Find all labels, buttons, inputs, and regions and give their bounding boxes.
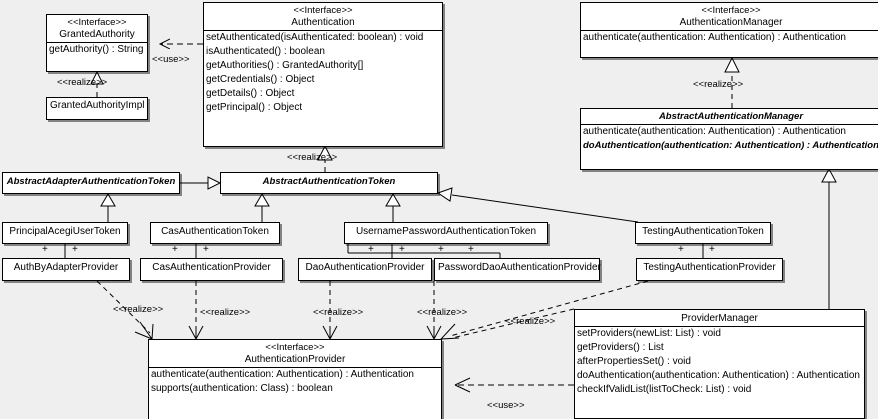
class-name: AuthByAdapterProvider bbox=[13, 262, 119, 273]
association-marker: + bbox=[468, 244, 474, 255]
stereotype-label: <<Interface>> bbox=[265, 342, 325, 353]
class-abstract-adapter-authentication-token[interactable]: AbstractAdapterAuthenticationToken bbox=[2, 172, 180, 194]
operation-row: getProviders() : List bbox=[577, 342, 664, 353]
label-realize-auth-by-adapter-provider: <<realize>> bbox=[113, 304, 164, 315]
class-name: GrantedAuthorityImpl bbox=[50, 100, 145, 111]
compartment-divider bbox=[581, 124, 878, 125]
operation-row: getAuthority() : String bbox=[49, 44, 144, 55]
class-name: AbstractAdapterAuthenticationToken bbox=[6, 176, 176, 187]
class-granted-authority-impl[interactable]: GrantedAuthorityImpl bbox=[46, 97, 148, 120]
class-cas-authentication-token[interactable]: CasAuthenticationToken bbox=[150, 222, 280, 244]
operation-row: checkIfValidList(listToCheck: List) : vo… bbox=[577, 384, 752, 395]
operation-row: afterPropertiesSet() : void bbox=[577, 356, 691, 367]
compartment-divider bbox=[149, 367, 441, 368]
class-header: AbstractAuthenticationManager bbox=[581, 109, 878, 124]
class-name: Authentication bbox=[291, 17, 355, 28]
class-name: AuthenticationManager bbox=[679, 17, 783, 28]
class-cas-authentication-provider[interactable]: CasAuthenticationProvider bbox=[140, 258, 283, 281]
class-dao-authentication-provider[interactable]: DaoAuthenticationProvider bbox=[298, 258, 432, 281]
operations-compartment: setAuthenticated(isAuthenticated: boolea… bbox=[204, 31, 442, 115]
class-auth-by-adapter-provider[interactable]: AuthByAdapterProvider bbox=[2, 258, 130, 281]
class-header: <<Interface>> Authentication bbox=[204, 3, 442, 30]
label-realize-granted-authority-impl: <<realize>> bbox=[57, 77, 108, 88]
class-name: TestingAuthenticationProvider bbox=[643, 262, 776, 273]
class-name: AuthenticationProvider bbox=[244, 354, 346, 365]
association-marker: + bbox=[172, 244, 178, 255]
class-name: TestingAuthenticationToken bbox=[642, 226, 764, 237]
class-name: ProviderManager bbox=[681, 313, 758, 324]
association-marker: + bbox=[368, 244, 374, 255]
label-realize-dao-authentication-provider: <<realize>> bbox=[313, 307, 364, 318]
class-abstract-authentication-manager[interactable]: AbstractAuthenticationManager authentica… bbox=[580, 108, 878, 170]
label-realize-abstract-authentication-manager: <<realize>> bbox=[693, 79, 744, 90]
class-abstract-authentication-token[interactable]: AbstractAuthenticationToken bbox=[220, 172, 438, 194]
class-principal-acegi-user-token[interactable]: PrincipalAcegiUserToken bbox=[2, 222, 128, 244]
compartment-divider bbox=[581, 30, 878, 31]
class-password-dao-authentication-provider[interactable]: PasswordDaoAuthenticationProvider bbox=[434, 258, 601, 281]
class-authentication-manager[interactable]: <<Interface>> AuthenticationManager auth… bbox=[580, 2, 878, 58]
stereotype-label: <<Interface>> bbox=[67, 17, 127, 28]
compartment-divider bbox=[47, 42, 147, 43]
operations-compartment: authenticate(authentication: Authenticat… bbox=[149, 368, 441, 396]
label-use-provider-manager: <<use>> bbox=[487, 400, 525, 411]
class-provider-manager[interactable]: ProviderManager setProviders(newList: Li… bbox=[574, 309, 865, 419]
class-name: AbstractAuthenticationToken bbox=[262, 176, 396, 187]
class-name: UsernamePasswordAuthenticationToken bbox=[355, 226, 537, 237]
class-testing-authentication-provider[interactable]: TestingAuthenticationProvider bbox=[636, 258, 783, 281]
association-marker: + bbox=[42, 244, 48, 255]
class-header: <<Interface>> AuthenticationProvider bbox=[149, 340, 441, 367]
compartment-divider bbox=[575, 326, 864, 327]
operation-row: doAuthentication(authentication: Authent… bbox=[583, 140, 878, 151]
compartment-divider bbox=[204, 30, 442, 31]
stereotype-label: <<Interface>> bbox=[701, 5, 761, 16]
operation-row: authenticate(authentication: Authenticat… bbox=[583, 126, 846, 137]
class-authentication[interactable]: <<Interface>> Authentication setAuthenti… bbox=[203, 2, 443, 147]
association-marker: + bbox=[72, 244, 78, 255]
class-username-password-authentication-token[interactable]: UsernamePasswordAuthenticationToken bbox=[344, 222, 548, 244]
class-name: CasAuthenticationToken bbox=[161, 226, 269, 237]
operation-row: setAuthenticated(isAuthenticated: boolea… bbox=[206, 32, 424, 43]
class-header: <<Interface>> AuthenticationManager bbox=[581, 3, 878, 30]
label-use-authentication-granted-authority: <<use>> bbox=[152, 54, 190, 65]
association-marker: + bbox=[678, 244, 684, 255]
class-header: AbstractAuthenticationToken bbox=[221, 173, 437, 189]
class-name: PrincipalAcegiUserToken bbox=[9, 226, 121, 237]
class-header: <<Interface>> GrantedAuthority bbox=[47, 15, 147, 42]
label-realize-password-dao-authentication-provider: <<realize>> bbox=[417, 307, 468, 318]
class-name: GrantedAuthority bbox=[59, 29, 135, 40]
operation-row: getAuthorities() : GrantedAuthority[] bbox=[206, 60, 364, 71]
class-header: AbstractAdapterAuthenticationToken bbox=[3, 173, 179, 189]
label-realize-abstract-authentication-token: <<realize>> bbox=[287, 152, 338, 163]
class-granted-authority[interactable]: <<Interface>> GrantedAuthority getAuthor… bbox=[46, 14, 148, 72]
class-testing-authentication-token[interactable]: TestingAuthenticationToken bbox=[635, 222, 771, 244]
label-realize-testing-authentication-provider: <<realize>> bbox=[505, 316, 556, 327]
operations-compartment: setProviders(newList: List) : void getPr… bbox=[575, 327, 864, 397]
association-marker: + bbox=[709, 244, 715, 255]
association-marker: + bbox=[203, 244, 209, 255]
operations-compartment: authenticate(authentication: Authenticat… bbox=[581, 125, 878, 153]
label-realize-cas-authentication-provider: <<realize>> bbox=[200, 307, 251, 318]
association-marker: + bbox=[438, 244, 444, 255]
operation-row: isAuthenticated() : boolean bbox=[206, 46, 325, 57]
operation-row: getDetails() : Object bbox=[206, 88, 295, 99]
operation-row: setProviders(newList: List) : void bbox=[577, 328, 721, 339]
class-name: CasAuthenticationProvider bbox=[152, 262, 271, 273]
class-name: DaoAuthenticationProvider bbox=[305, 262, 425, 273]
operation-row: supports(authentication: Class) : boolea… bbox=[151, 383, 333, 394]
operation-row: doAuthentication(authentication: Authent… bbox=[577, 370, 860, 381]
operation-row: getCredentials() : Object bbox=[206, 74, 315, 85]
operations-compartment: authenticate(authentication: Authenticat… bbox=[581, 31, 878, 45]
class-name: AbstractAuthenticationManager bbox=[658, 111, 804, 122]
operation-row: getPrincipal() : Object bbox=[206, 102, 303, 113]
class-name: PasswordDaoAuthenticationProvider bbox=[438, 262, 601, 273]
stereotype-label: <<Interface>> bbox=[293, 5, 353, 16]
operations-compartment: getAuthority() : String bbox=[47, 43, 147, 57]
operation-row: authenticate(authentication: Authenticat… bbox=[151, 369, 414, 380]
class-authentication-provider[interactable]: <<Interface>> AuthenticationProvider aut… bbox=[148, 339, 442, 419]
operation-row: authenticate(authentication: Authenticat… bbox=[583, 32, 846, 43]
association-marker: + bbox=[399, 244, 405, 255]
